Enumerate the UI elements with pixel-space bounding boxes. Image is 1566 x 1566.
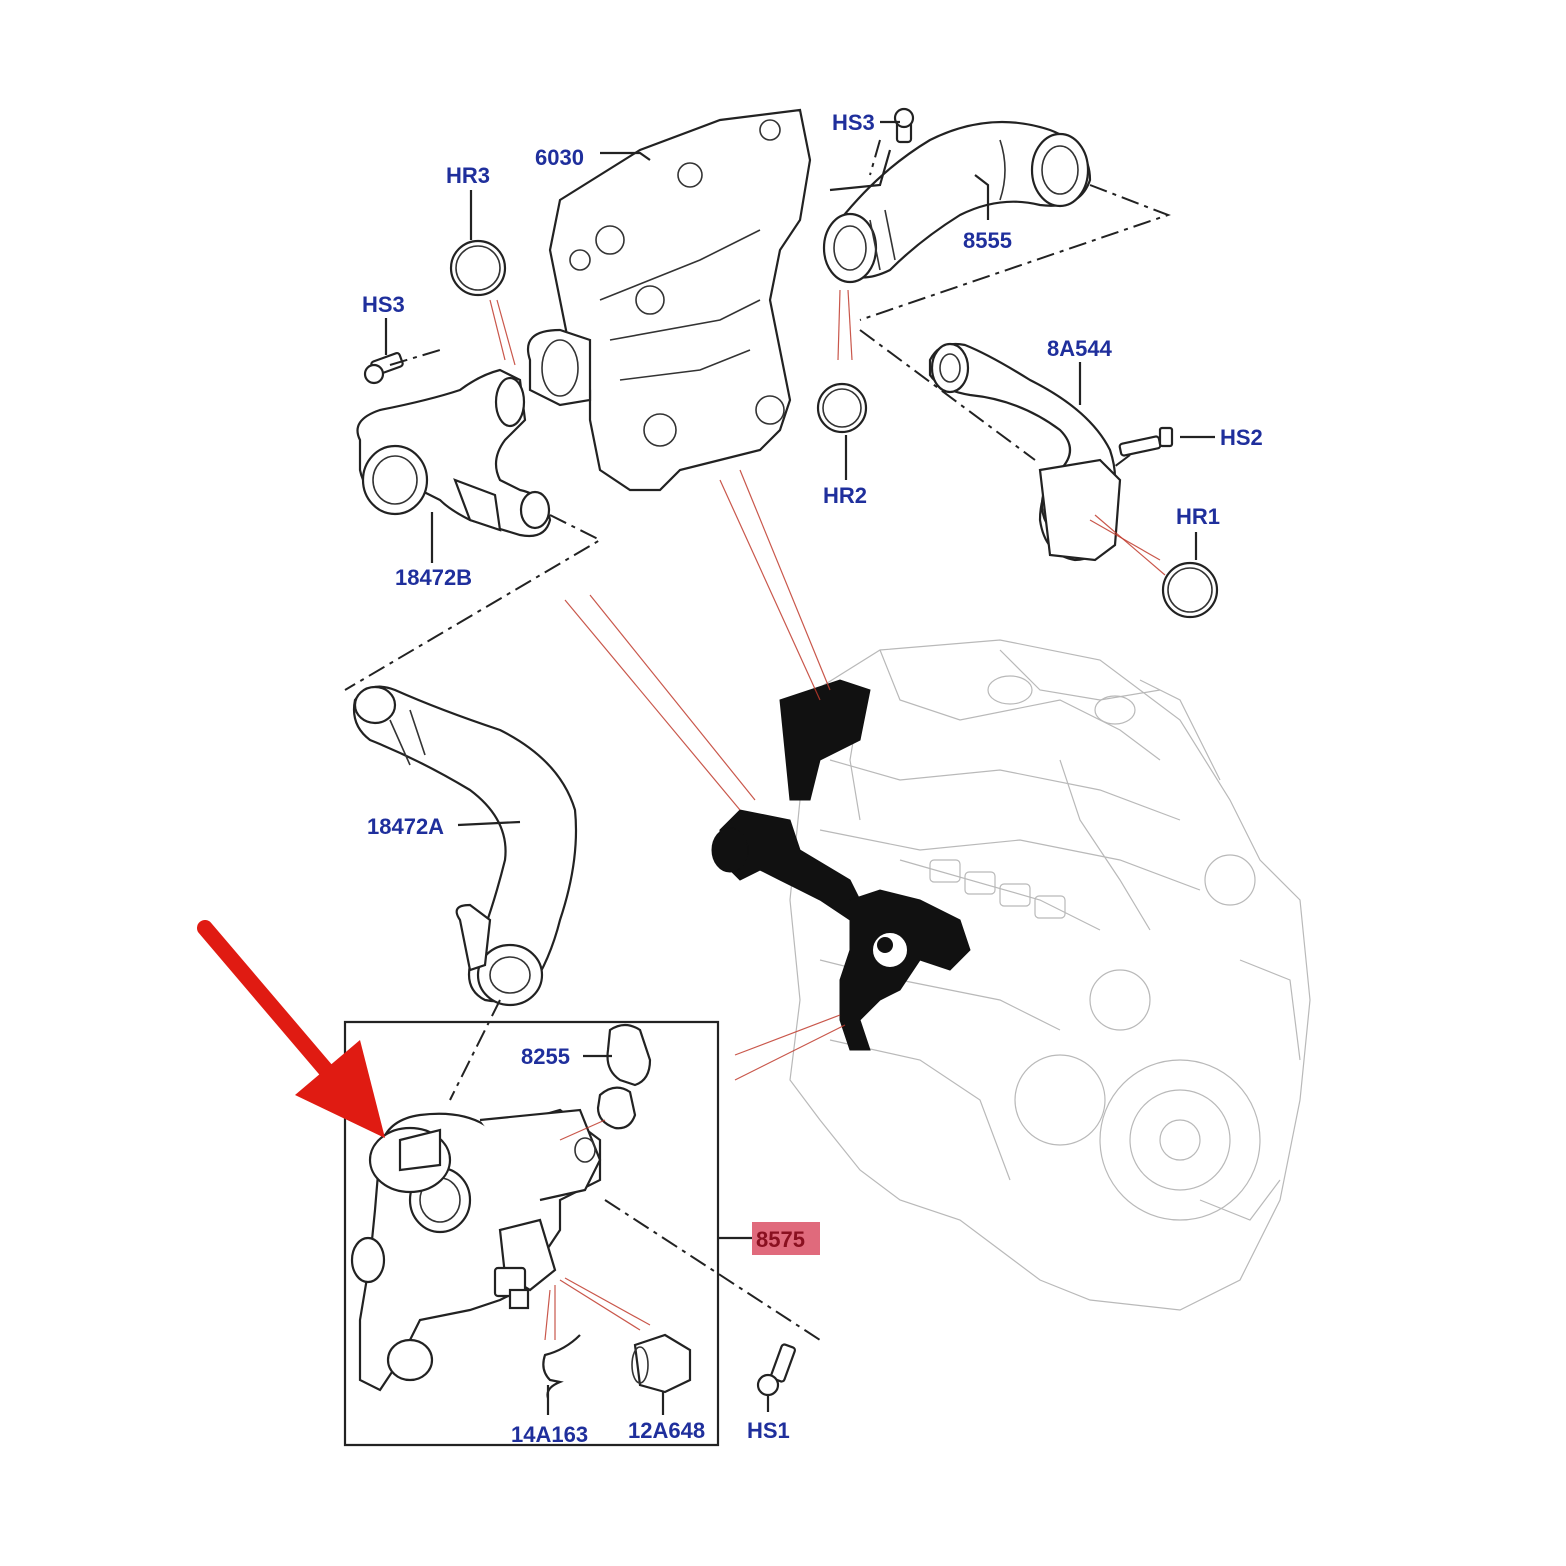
connection-lines	[344, 139, 1171, 1345]
engine-assembly	[789, 639, 1311, 1311]
gasket-8255	[596, 1023, 652, 1130]
pipe-8a544	[928, 342, 1174, 562]
hose-8555	[822, 107, 1092, 284]
label-hr1: HR1	[1176, 504, 1220, 529]
label-18472b: 18472B	[395, 565, 472, 590]
bolt-hs1	[756, 1343, 796, 1397]
label-12a648: 12A648	[628, 1418, 705, 1443]
box-8575	[343, 1020, 720, 1447]
label-hs2: HS2	[1220, 425, 1263, 450]
label-hr3: HR3	[446, 163, 490, 188]
label-6030: 6030	[535, 145, 584, 170]
o-ring-hr3	[449, 239, 507, 297]
pipe-18472b	[356, 368, 552, 538]
installed-housing-highlight	[711, 679, 971, 1051]
label-14a163: 14A163	[511, 1422, 588, 1447]
sensor-12a648	[631, 1333, 692, 1394]
o-ring-hr1	[1161, 561, 1219, 619]
label-hs3-left: HS3	[362, 292, 405, 317]
red-arrow-icon	[197, 920, 385, 1138]
bracket-6030	[527, 108, 812, 492]
o-ring-hr2	[816, 382, 868, 434]
label-8a544: 8A544	[1047, 336, 1113, 361]
label-8555: 8555	[963, 228, 1012, 253]
label-hs1: HS1	[747, 1418, 790, 1443]
label-18472a: 18472A	[367, 814, 444, 839]
bolt-hs3-left	[363, 352, 404, 385]
label-hs3-top: HS3	[832, 110, 875, 135]
highlight-8575	[752, 1222, 820, 1255]
leader-lines	[384, 120, 1215, 1415]
label-8575: 8575	[756, 1227, 805, 1252]
label-8255: 8255	[521, 1044, 570, 1069]
label-hr2: HR2	[823, 483, 867, 508]
red-lead-lines	[489, 289, 1166, 1341]
hose-18472a	[352, 685, 578, 1007]
clip-14a163	[542, 1334, 581, 1399]
